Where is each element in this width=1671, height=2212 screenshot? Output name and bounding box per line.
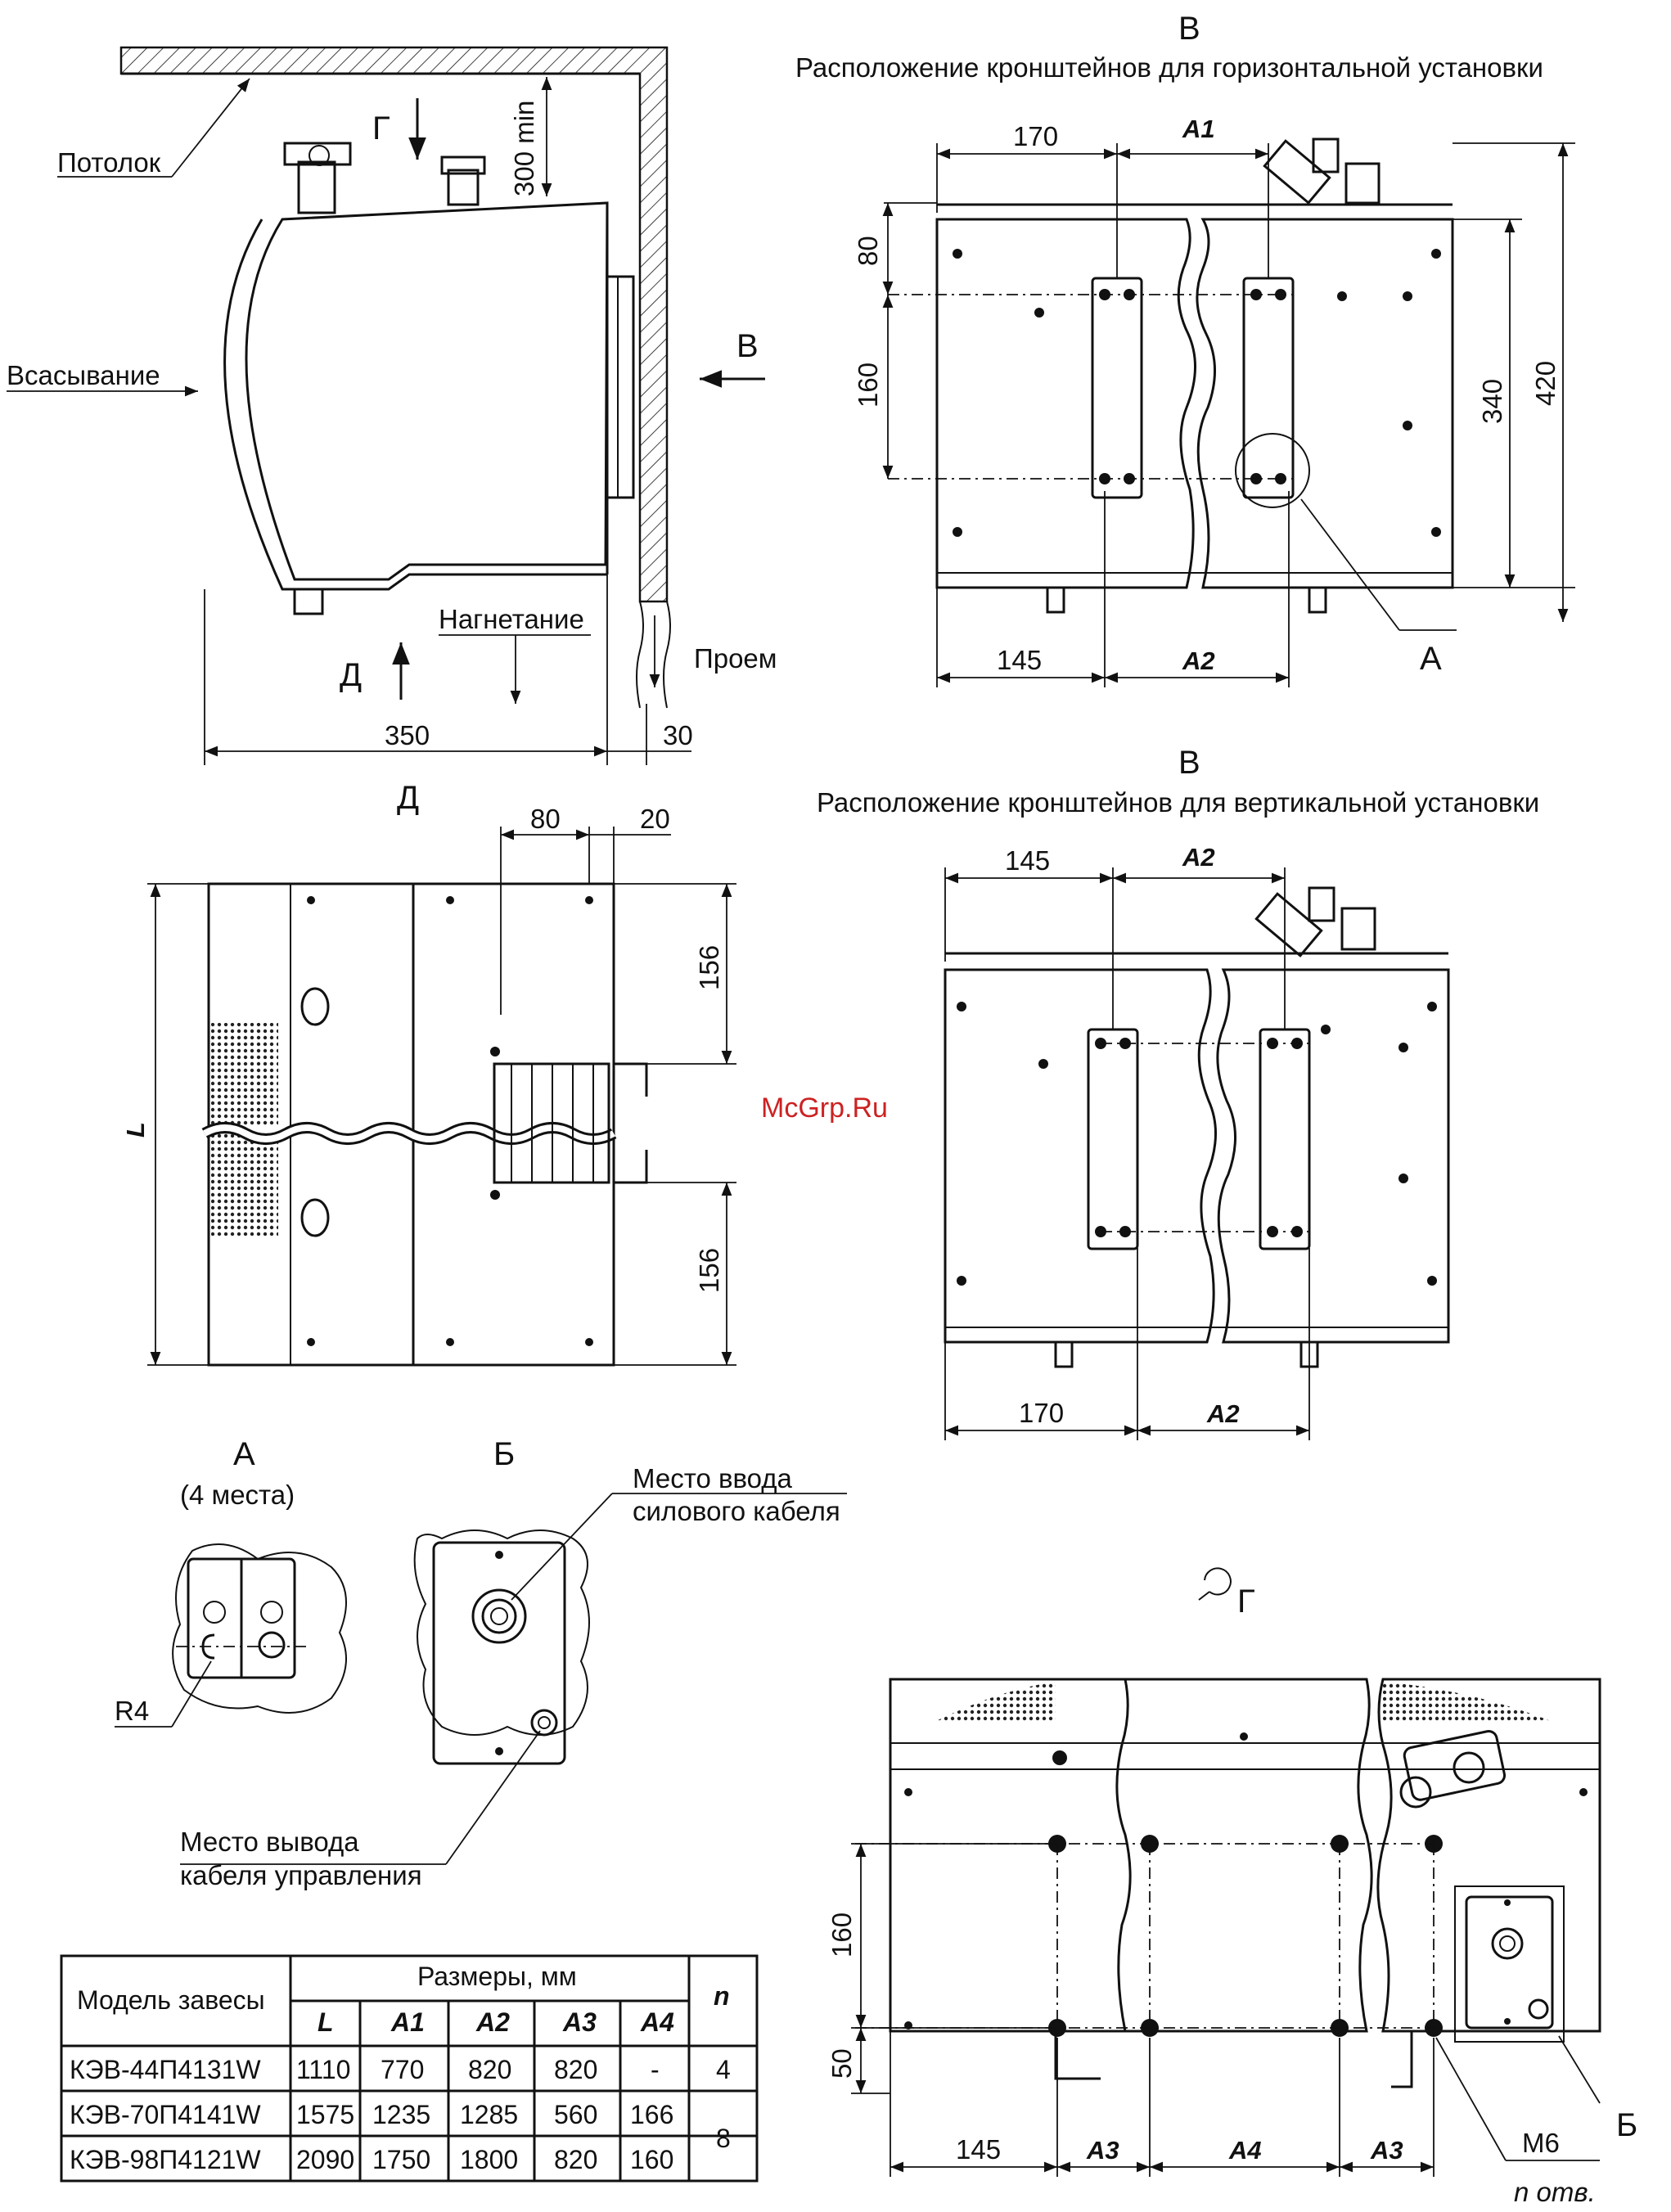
row2-a4: 166	[630, 2100, 673, 2129]
row3-model: КЭВ-98П4121W	[70, 2145, 261, 2174]
dim-420: 420	[1530, 361, 1561, 406]
subcol-a4: A4	[640, 2007, 674, 2037]
row3-a4: 160	[630, 2145, 673, 2174]
subcol-a1: A1	[390, 2007, 425, 2037]
row2-a3: 560	[554, 2100, 597, 2129]
detail-a-title: А	[233, 1436, 255, 1472]
vertical-view-title: Расположение кронштейнов для вертикально…	[817, 787, 1539, 818]
row2-a2: 1285	[460, 2100, 518, 2129]
radius-label: R4	[115, 1696, 149, 1726]
view-g-marker: Г	[372, 110, 390, 146]
dim-a4: A4	[1228, 2136, 1262, 2165]
dim-350: 350	[385, 720, 430, 750]
view-g-title: Г	[1237, 1584, 1255, 1620]
row3-a1: 1750	[372, 2145, 430, 2174]
row3-a2: 1800	[460, 2145, 518, 2174]
dim-a3-right: A3	[1370, 2136, 1403, 2165]
model-table: Модель завесы Размеры, мм n L A1 A2 A3 A…	[60, 1954, 759, 2183]
row1-a1: 770	[381, 2055, 424, 2084]
dim-170-bottom: 170	[1019, 1398, 1064, 1428]
horizontal-bracket-view: В Расположение кронштейнов для горизонта…	[795, 11, 1575, 687]
dim-a1: A1	[1182, 115, 1215, 143]
control-exit-label-2: кабеля управления	[180, 1860, 422, 1890]
watermark: McGrp.Ru	[761, 1092, 888, 1124]
col-model: Модель завесы	[77, 1985, 265, 2015]
dim-a2: A2	[1182, 646, 1215, 675]
row1-n: 4	[716, 2055, 731, 2084]
row2-l: 1575	[296, 2100, 354, 2129]
detail-a-subtitle: (4 места)	[180, 1480, 295, 1510]
clearance-label: 300 min	[509, 101, 539, 196]
callout-a: А	[1420, 641, 1442, 677]
horizontal-view-title: Расположение кронштейнов для горизонталь…	[795, 52, 1543, 83]
dim-160: 160	[853, 363, 883, 408]
row1-a2: 820	[468, 2055, 511, 2084]
subcol-a3: A3	[562, 2007, 597, 2037]
dim-145-g: 145	[956, 2134, 1001, 2165]
vertical-bracket-view: В Расположение кронштейнов для вертикаль…	[817, 745, 1539, 1440]
dim-80: 80	[853, 236, 883, 266]
row2-model: КЭВ-70П4141W	[70, 2100, 261, 2129]
side-view: Потолок 300 min Г Всасывание В Нагнетани…	[7, 46, 777, 765]
opening-label: Проем	[694, 643, 777, 674]
control-exit-label-1: Место вывода	[180, 1827, 359, 1857]
power-entry-label-1: Место ввода	[633, 1463, 793, 1493]
view-v-marker: В	[736, 328, 759, 364]
view-d-title: Д	[397, 780, 419, 816]
dim-156-bottom: 156	[694, 1248, 724, 1293]
view-d-marker: Д	[340, 657, 362, 693]
horizontal-view-letter: В	[1178, 11, 1200, 47]
col-n: n	[714, 1981, 730, 2011]
subcol-l: L	[318, 2007, 334, 2037]
row2-a1: 1235	[372, 2100, 430, 2129]
row3-l: 2090	[296, 2145, 354, 2174]
detail-b: Б Место ввода силового кабеля Место выво…	[180, 1436, 847, 1890]
dim-a3-left: A3	[1086, 2136, 1119, 2165]
vertical-view-letter: В	[1178, 745, 1200, 781]
dim-340: 340	[1477, 379, 1507, 424]
row1-a3: 820	[554, 2055, 597, 2084]
row1-l: 1110	[296, 2055, 350, 2084]
dim-145: 145	[997, 645, 1042, 675]
dim-160-g: 160	[826, 1912, 857, 1957]
suction-label: Всасывание	[7, 360, 160, 390]
power-entry-label-2: силового кабеля	[633, 1496, 840, 1526]
dim-a2-bottom: A2	[1206, 1399, 1240, 1428]
detail-a: А (4 места) R4	[115, 1436, 347, 1728]
row1-model: КЭВ-44П4131W	[70, 2055, 261, 2084]
dim-156-top: 156	[694, 945, 724, 990]
col-dims: Размеры, мм	[417, 1962, 577, 1991]
dim-a2-top: A2	[1182, 843, 1215, 872]
dim-20-d: 20	[640, 804, 670, 834]
dim-145-top: 145	[1005, 845, 1050, 876]
view-g: Г Б	[826, 1567, 1637, 2207]
detail-b-title: Б	[493, 1436, 515, 1472]
discharge-label: Нагнетание	[439, 604, 584, 634]
callout-b: Б	[1616, 2107, 1637, 2143]
row2-n: 8	[716, 2124, 731, 2153]
ceiling-label: Потолок	[57, 147, 161, 178]
dim-50-g: 50	[826, 2048, 857, 2079]
dim-170: 170	[1013, 121, 1058, 151]
dim-30: 30	[663, 720, 693, 750]
holes-label: n отв.	[1514, 2177, 1596, 2207]
dim-80-d: 80	[530, 804, 561, 834]
row1-a4: -	[651, 2055, 660, 2084]
thread-label: М6	[1522, 2128, 1560, 2158]
row3-a3: 820	[554, 2145, 597, 2174]
dim-l: L	[121, 1122, 150, 1138]
view-d: Д 80 20 156 156	[121, 780, 736, 1367]
subcol-a2: A2	[475, 2007, 510, 2037]
